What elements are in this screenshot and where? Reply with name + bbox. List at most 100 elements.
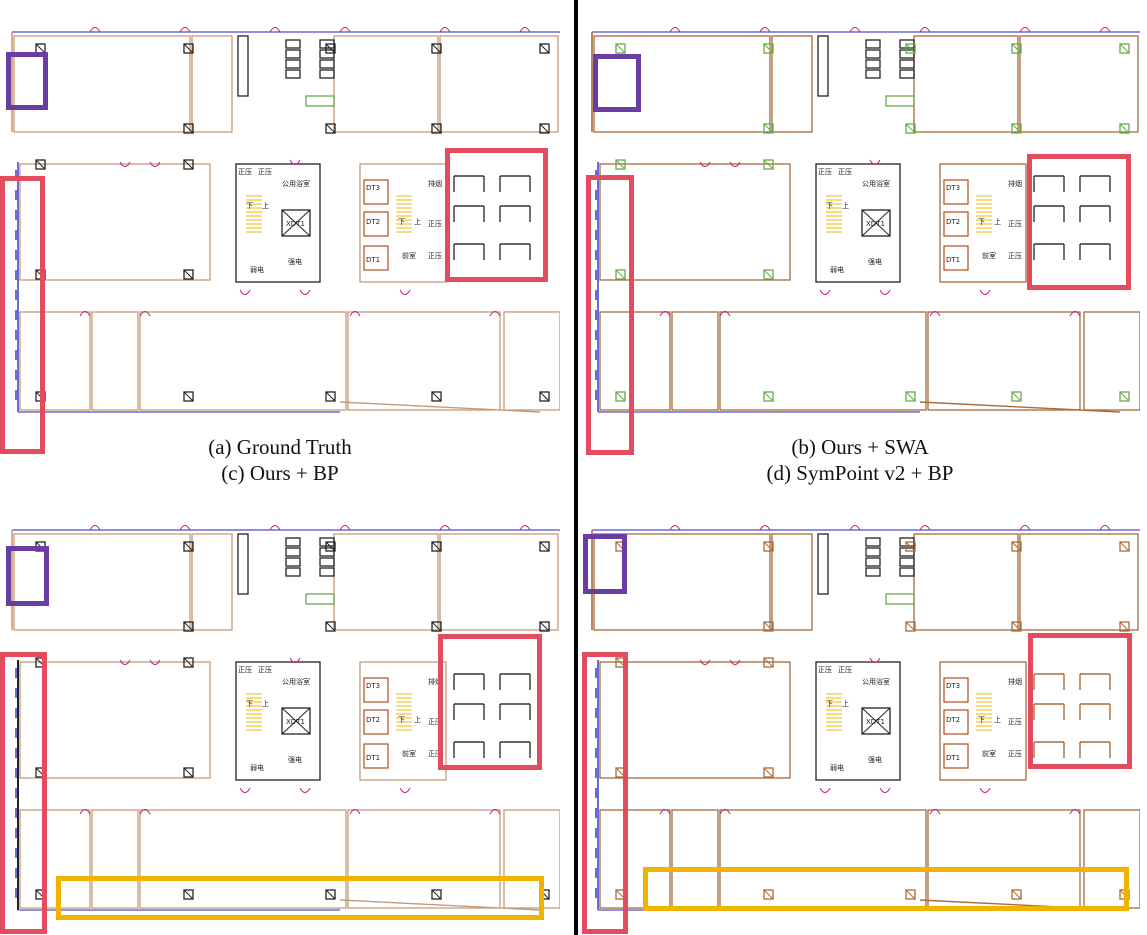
floor-plan-ours-swa: 正压正压公用浴室XDT1下上弱电强电DT3DT2DT1下上前室排烟正压正压 bbox=[591, 27, 1140, 413]
label-strong-current: 强电 bbox=[868, 257, 882, 266]
door-arc bbox=[1019, 27, 1031, 33]
column-diagonal bbox=[905, 541, 916, 552]
door-arc bbox=[239, 289, 251, 295]
elevator-shaft bbox=[943, 179, 969, 205]
toilet-stall bbox=[865, 39, 881, 49]
door-arc bbox=[919, 525, 931, 531]
column-symbol bbox=[763, 657, 774, 668]
room-upper-left bbox=[13, 533, 191, 631]
label-zhengya: 正压 bbox=[1008, 220, 1022, 228]
u-shaped-symbol bbox=[1033, 673, 1065, 690]
toilet-stall bbox=[319, 557, 335, 567]
column-symbol bbox=[1011, 889, 1022, 900]
label-down: 下 bbox=[398, 218, 405, 226]
door-arc bbox=[339, 27, 351, 33]
column-diagonal bbox=[615, 43, 626, 54]
door-arc bbox=[659, 809, 671, 815]
door-arc bbox=[1069, 311, 1081, 317]
column-diagonal bbox=[763, 391, 774, 402]
toilet-stall bbox=[319, 69, 335, 79]
column-diagonal bbox=[905, 123, 916, 134]
toilet-stall bbox=[899, 69, 915, 79]
column-diagonal bbox=[763, 621, 774, 632]
column-diagonal bbox=[539, 889, 550, 900]
column-diagonal bbox=[1119, 621, 1130, 632]
column-symbol bbox=[905, 123, 916, 134]
label-dt2: DT2 bbox=[366, 218, 380, 226]
stair-core-right bbox=[359, 661, 447, 781]
toilet-stall bbox=[319, 547, 335, 557]
door-arc bbox=[179, 27, 191, 33]
elevator-x bbox=[281, 209, 311, 237]
column-diagonal bbox=[35, 541, 46, 552]
elevator-shaft bbox=[363, 245, 389, 271]
column-diagonal bbox=[35, 159, 46, 170]
column-symbol bbox=[183, 657, 194, 668]
column-symbol bbox=[763, 621, 774, 632]
room-upper-toilet bbox=[771, 35, 813, 133]
door-arc bbox=[919, 27, 931, 33]
caption-a: (a) Ground Truth bbox=[208, 435, 352, 459]
toilet-stall bbox=[285, 537, 301, 547]
door-arc bbox=[399, 289, 411, 295]
door-arc bbox=[79, 311, 91, 317]
u-shaped-symbol bbox=[453, 741, 485, 758]
u-shaped-symbol bbox=[1033, 205, 1065, 222]
caption-d: (d) SymPoint v2 + BP bbox=[766, 461, 954, 485]
column-symbol bbox=[431, 123, 442, 134]
label-zhengya: 正压 bbox=[838, 666, 852, 674]
u-shaped-symbol bbox=[1079, 205, 1111, 222]
room-upper-toilet bbox=[191, 533, 233, 631]
label-up: 上 bbox=[994, 715, 1001, 724]
door-arc bbox=[1099, 525, 1111, 531]
door-arc bbox=[349, 809, 361, 815]
label-dt2: DT2 bbox=[946, 716, 960, 724]
sink-row bbox=[885, 593, 915, 605]
column-diagonal bbox=[539, 391, 550, 402]
floor-plan-sympoint-v2-bp: 正压正压公用浴室XDT1下上弱电强电DT3DT2DT1下上前室排烟正压正压 bbox=[591, 525, 1140, 911]
room-lower-5 bbox=[1083, 809, 1140, 909]
column-diagonal bbox=[763, 889, 774, 900]
label-strong-current: 强电 bbox=[868, 755, 882, 764]
column-symbol bbox=[1119, 43, 1130, 54]
u-shaped-symbol bbox=[453, 205, 485, 222]
column-diagonal bbox=[539, 541, 550, 552]
column-symbol bbox=[905, 391, 916, 402]
column-symbol bbox=[1119, 391, 1130, 402]
elevator-xdt1 bbox=[281, 707, 311, 735]
door-arc bbox=[719, 311, 731, 317]
room-upper-mid bbox=[913, 35, 1019, 133]
u-shaped-symbol bbox=[499, 175, 531, 192]
floor-plan-ground-truth: 正压正压公用浴室XDT1下上弱电强电DT3DT2DT1下上前室排烟正压正压 bbox=[11, 27, 560, 413]
column-symbol bbox=[1119, 123, 1130, 134]
column-symbol bbox=[431, 889, 442, 900]
label-strong-current: 强电 bbox=[288, 755, 302, 764]
door-arc bbox=[719, 809, 731, 815]
u-shaped-symbol bbox=[1033, 243, 1065, 260]
door-arc bbox=[269, 525, 281, 531]
column-symbol bbox=[763, 269, 774, 280]
u-shaped-symbol bbox=[1033, 703, 1065, 720]
toilet-fixture bbox=[817, 35, 829, 97]
door-arc bbox=[519, 525, 531, 531]
column-diagonal bbox=[1119, 541, 1130, 552]
column-diagonal bbox=[325, 391, 336, 402]
column-symbol bbox=[183, 159, 194, 170]
label-zhengya: 正压 bbox=[1008, 750, 1022, 758]
room-lower-4 bbox=[347, 809, 501, 909]
label-dt2: DT2 bbox=[946, 218, 960, 226]
room-lower-4 bbox=[927, 311, 1081, 411]
sink-row bbox=[885, 95, 915, 107]
door-arc bbox=[79, 809, 91, 815]
u-shaped-symbol bbox=[499, 243, 531, 260]
toilet-stall bbox=[865, 547, 881, 557]
column-diagonal bbox=[763, 541, 774, 552]
door-arc bbox=[979, 787, 991, 793]
door-arc bbox=[879, 787, 891, 793]
column-symbol bbox=[35, 159, 46, 170]
room-middle-left bbox=[599, 661, 791, 779]
room-upper-right bbox=[1019, 533, 1139, 631]
column-symbol bbox=[905, 621, 916, 632]
